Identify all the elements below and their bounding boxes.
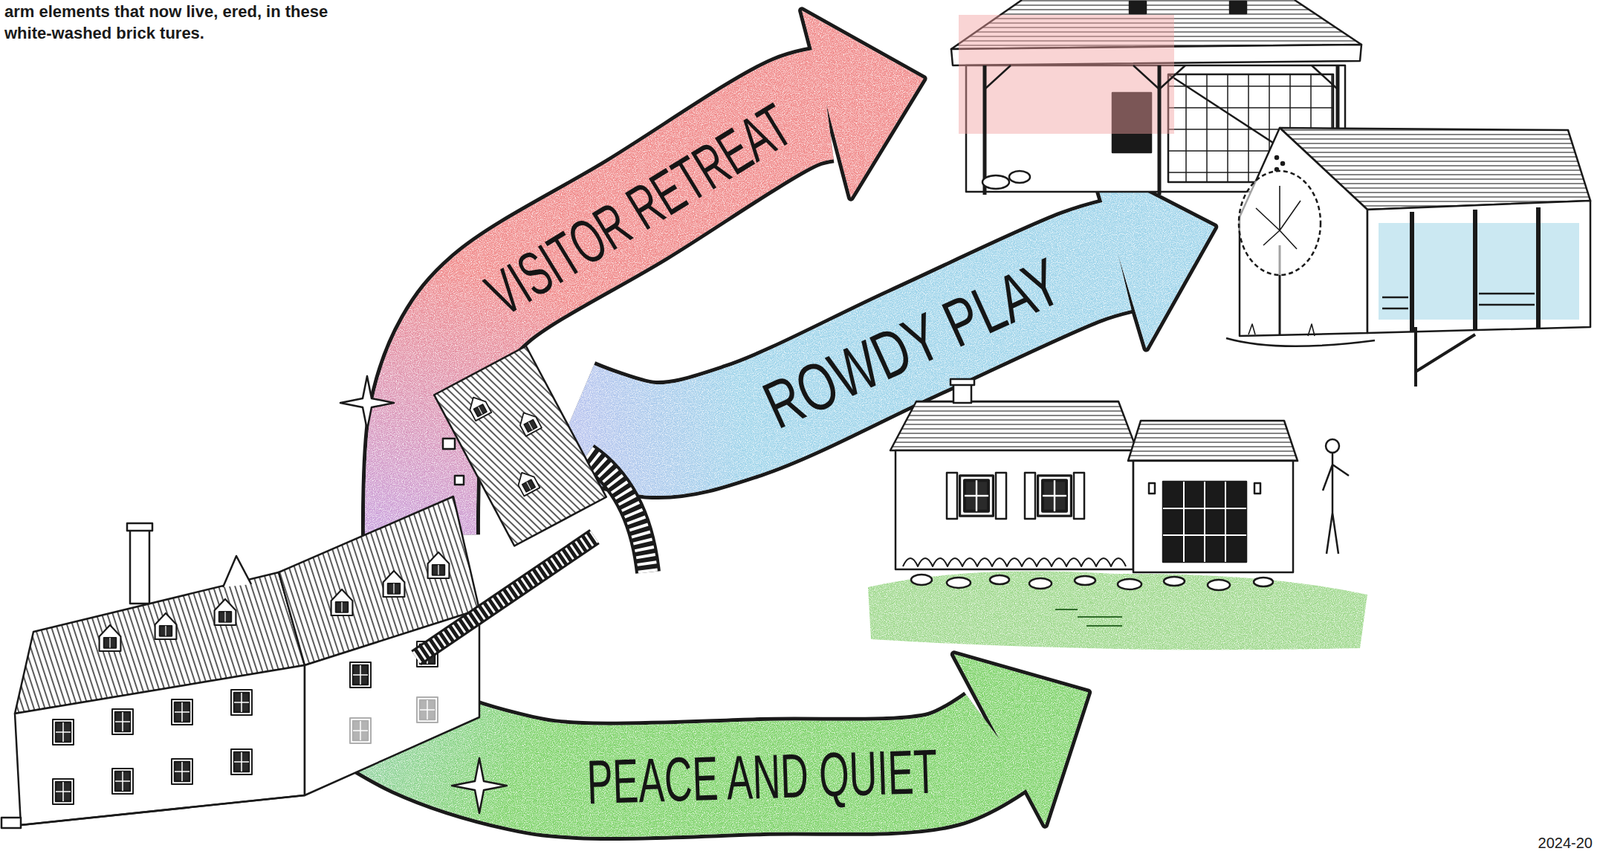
page-number: 2024-20: [1538, 833, 1593, 853]
shed-illustration: [1226, 127, 1591, 387]
farmhouse-illustration: [1, 346, 649, 828]
arrow-head: [801, 10, 924, 198]
arrow-text: PEACE AND QUIET: [585, 736, 938, 816]
arrow-head: [954, 653, 1088, 825]
cottage-illustration: [867, 379, 1368, 650]
note-text: arm elements that now live, ered, in the…: [4, 1, 332, 44]
arrow-band-label: PEACE AND QUIET: [579, 732, 944, 821]
